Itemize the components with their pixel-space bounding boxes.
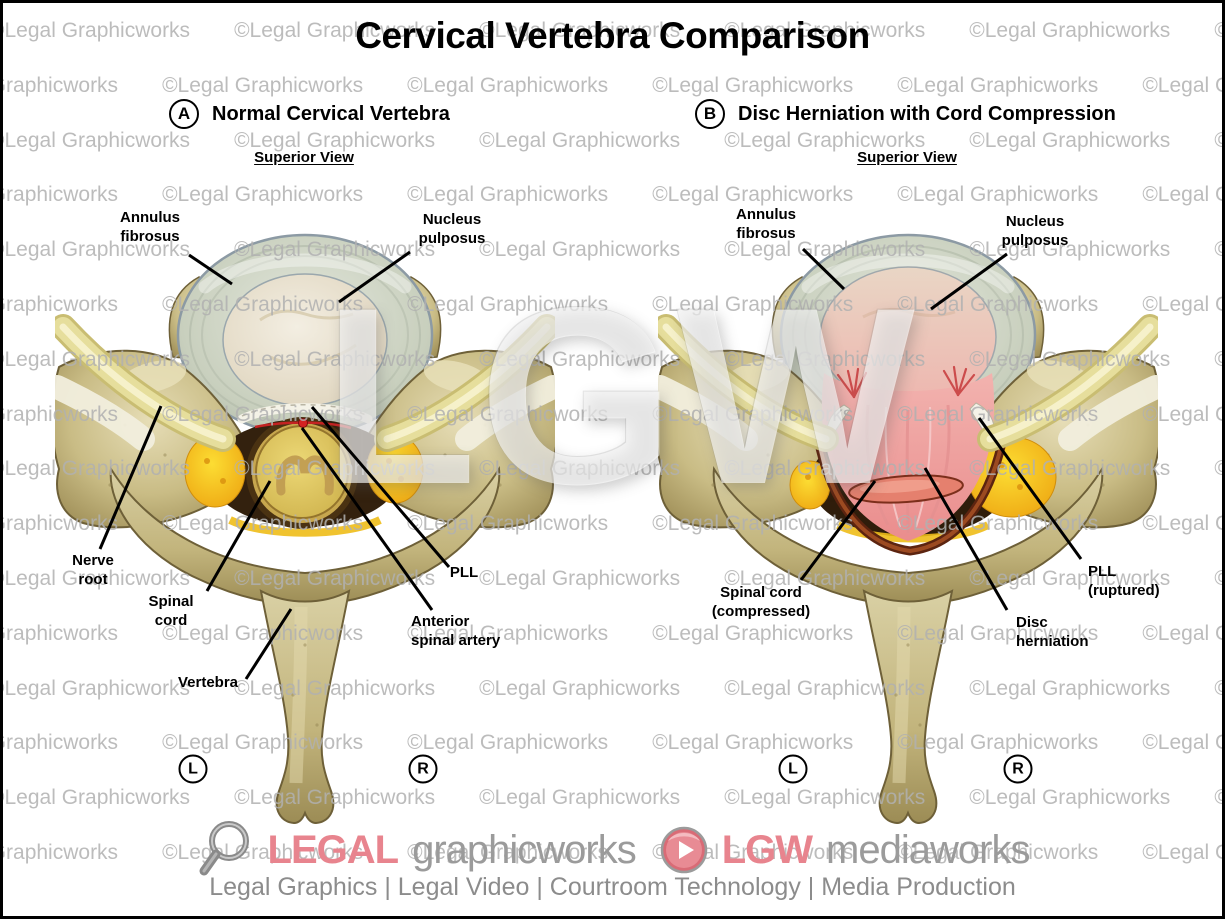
artwork-layer xyxy=(3,3,1222,916)
callout-text: Disc xyxy=(1016,614,1048,631)
label-pll-pointer-line xyxy=(310,406,451,568)
callout-text: PLL xyxy=(1088,563,1117,580)
callout-text: (compressed) xyxy=(711,602,811,620)
callout-text: pulposus xyxy=(418,229,486,247)
side-marker-r: R xyxy=(1003,754,1033,784)
label-spinal-cord-compressed-pointer-line xyxy=(799,480,877,581)
label-nucleus-pulposus-b-pointer-line xyxy=(930,252,1008,311)
callout-text: Annulus xyxy=(120,209,180,226)
play-icon xyxy=(660,826,707,874)
panel-b-header: B Disc Herniation with Cord Compression xyxy=(695,99,1116,129)
callout-text: spinal artery xyxy=(411,631,501,649)
label-nucleus-pulposus-pointer-line xyxy=(338,250,411,304)
label-vertebra-pointer-line xyxy=(244,608,293,680)
callout-text: Vertebra xyxy=(177,674,239,691)
callout-text: Nerve xyxy=(72,552,114,569)
callout-text: fibrosus xyxy=(120,227,180,245)
panel-b-subheading: Superior View xyxy=(857,149,957,166)
callout-text: root xyxy=(78,570,108,588)
label-pll: PLL xyxy=(450,564,478,583)
panel-a-illustration xyxy=(55,233,555,825)
label-anterior-spinal-artery-pointer-line xyxy=(300,427,434,611)
callout-text: Nucleus xyxy=(422,211,482,228)
magnifier-icon xyxy=(199,821,249,876)
panel-b-illustration xyxy=(658,233,1158,825)
label-annulus-fibrosus-b-pointer-line xyxy=(801,247,846,291)
label-nerve-root-pointer-line xyxy=(98,405,163,550)
panel-a-badge: A xyxy=(169,99,199,129)
side-marker-r: R xyxy=(408,754,438,784)
brand-graphicworks: graphicworks xyxy=(412,827,637,872)
footer-tagline: Legal Graphics | Legal Video | Courtroom… xyxy=(209,873,1016,901)
page-title: Cervical Vertebra Comparison xyxy=(355,15,870,56)
side-marker-l: L xyxy=(778,754,808,784)
panel-b-heading: Disc Herniation with Cord Compression xyxy=(738,102,1116,125)
footer-logo-row: LEGAL graphicworks LGW mediaworks xyxy=(3,819,1222,881)
side-marker-l: L xyxy=(178,754,208,784)
callout-text: Spinal cord xyxy=(720,584,802,601)
label-pll-ruptured: PLL(ruptured) xyxy=(1088,563,1160,601)
callout-text: PLL xyxy=(449,564,479,581)
brand-lgw: LGW xyxy=(721,827,813,872)
panel-a-heading: Normal Cervical Vertebra xyxy=(212,102,450,125)
panel-a-subheading: Superior View xyxy=(254,149,354,166)
callout-text: Nucleus xyxy=(1005,213,1065,230)
label-spinal-cord-pointer-line xyxy=(205,480,272,592)
panel-a-header: A Normal Cervical Vertebra xyxy=(169,99,450,129)
callout-lines-layer xyxy=(98,247,1083,680)
callout-text: herniation xyxy=(1016,632,1089,650)
label-pll-ruptured-pointer-line xyxy=(977,417,1083,560)
brand-mediaworks: mediaworks xyxy=(826,827,1030,872)
callout-text: (ruptured) xyxy=(1088,581,1160,599)
callout-text: Anterior xyxy=(411,613,470,630)
callout-text: fibrosus xyxy=(736,224,796,242)
label-spinal-cord-compressed: Spinal cord(compressed) xyxy=(712,584,810,622)
panel-b-badge: B xyxy=(695,99,725,129)
callout-text: pulposus xyxy=(1001,231,1069,249)
brand-legal: LEGAL xyxy=(267,827,400,872)
label-annulus-fibrosus-pointer-line xyxy=(188,253,233,286)
callout-text: Spinal xyxy=(148,593,194,610)
label-vertebra: Vertebra xyxy=(178,674,238,693)
callout-text: Annulus xyxy=(736,206,796,223)
label-disc-herniation-pointer-line xyxy=(923,467,1009,611)
callout-text: cord xyxy=(154,611,188,629)
